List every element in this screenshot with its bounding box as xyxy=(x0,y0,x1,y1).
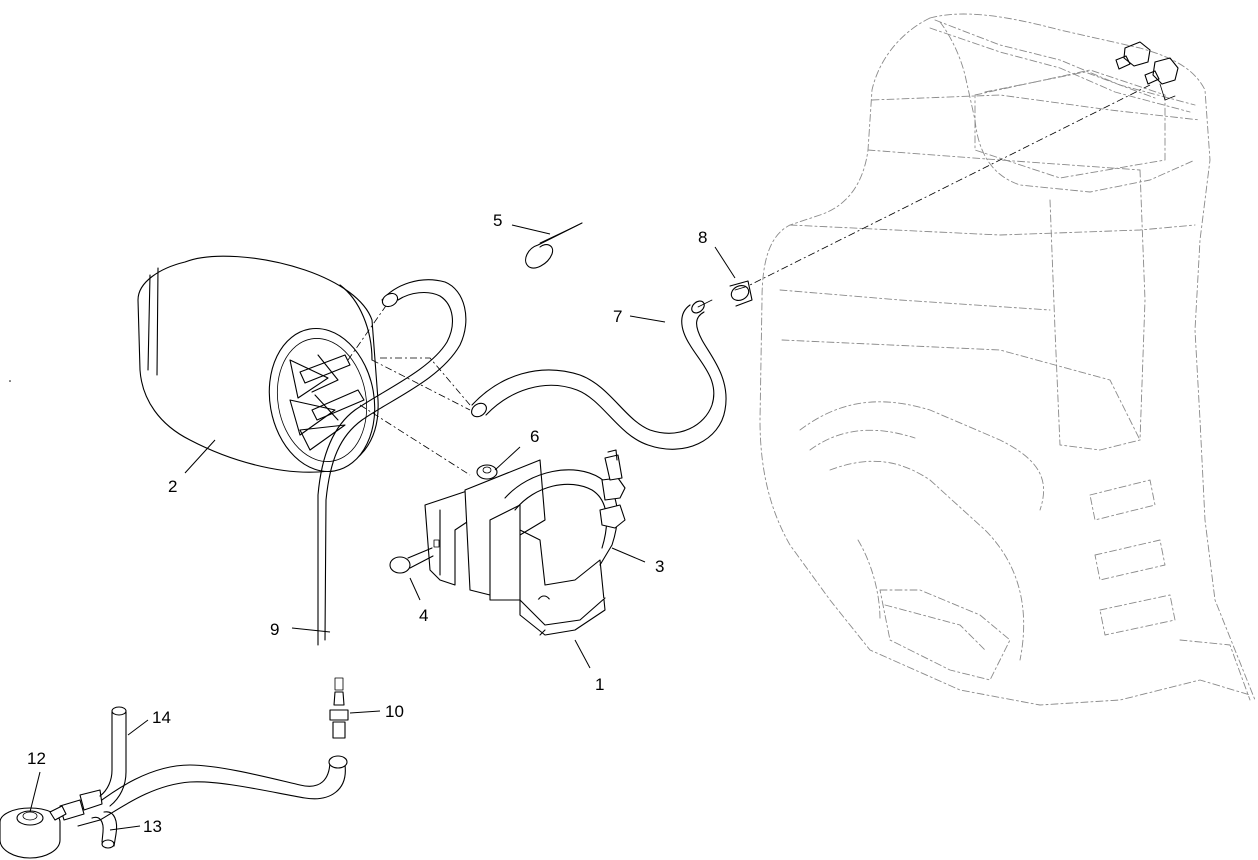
hose-13 xyxy=(91,811,118,849)
callout-9: 9 xyxy=(270,620,279,639)
purge-hose xyxy=(317,279,467,646)
hose-connector-10 xyxy=(329,677,349,739)
push-pin-4 xyxy=(389,547,434,574)
callout-labels: 1 2 3 4 5 6 7 8 9 10 12 13 14 xyxy=(27,211,707,836)
callout-10: 10 xyxy=(385,702,404,721)
centerline-canister-top xyxy=(347,299,391,361)
callout-7: 7 xyxy=(613,307,622,326)
grommet-6 xyxy=(476,464,498,480)
centerline-canister-mid xyxy=(371,359,471,411)
callout-13: 13 xyxy=(143,817,162,836)
callout-14: 14 xyxy=(152,708,171,727)
callout-8: 8 xyxy=(698,228,707,247)
hose-clamp-8 xyxy=(729,280,753,307)
canister-bracket xyxy=(424,449,626,636)
callout-12: 12 xyxy=(27,749,46,768)
callout-3: 3 xyxy=(655,557,664,576)
callout-5: 5 xyxy=(493,211,502,230)
purge-valve-12 xyxy=(0,805,67,859)
centerline-canister-to-bracket xyxy=(359,404,471,476)
callout-2: 2 xyxy=(168,477,177,496)
hose-14 xyxy=(99,706,127,807)
callout-6: 6 xyxy=(530,427,539,446)
stray-dot xyxy=(9,380,11,382)
leader-lines xyxy=(29,224,736,831)
centerline-canister-bracket xyxy=(380,357,471,406)
lower-hose xyxy=(59,755,348,827)
fuel-tank-phantom xyxy=(759,13,1256,706)
cable-tie-5 xyxy=(525,222,583,269)
callout-1: 1 xyxy=(595,675,604,694)
vent-hose-7 xyxy=(471,299,727,450)
callout-4: 4 xyxy=(419,606,428,625)
centerline-tank-to-clip xyxy=(749,84,1151,286)
charcoal-canister xyxy=(137,255,379,473)
